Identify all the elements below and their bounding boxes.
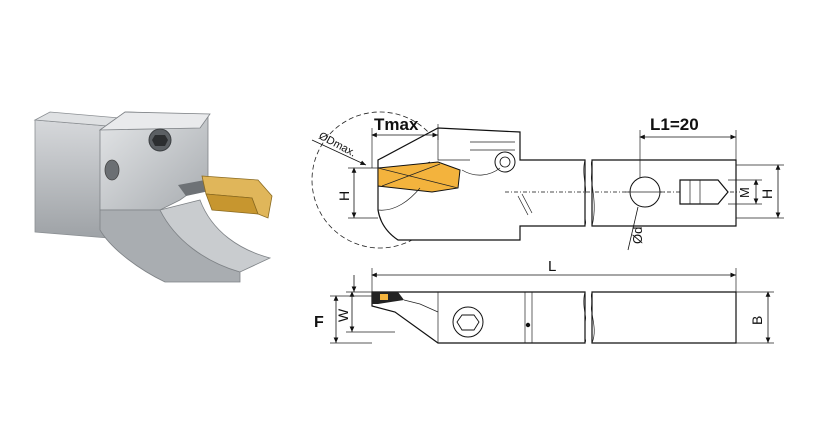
h-right-label: H — [759, 189, 775, 199]
f-label: F — [314, 314, 324, 331]
side-view: L W F B — [314, 258, 774, 345]
tmax-label: Tmax — [374, 115, 419, 134]
tool-holder-render — [33, 111, 273, 283]
d-label: Ød — [630, 227, 645, 244]
top-view: Tmax ØDmax. H L1=20 M H Ød — [311, 111, 784, 251]
l1-label: L1=20 — [650, 115, 699, 134]
cutting-insert — [377, 161, 461, 193]
b-label: B — [749, 316, 765, 325]
m-label: M — [737, 187, 752, 198]
w-label: W — [335, 308, 351, 322]
l-label: L — [548, 258, 556, 275]
h-left-label: H — [336, 191, 352, 201]
